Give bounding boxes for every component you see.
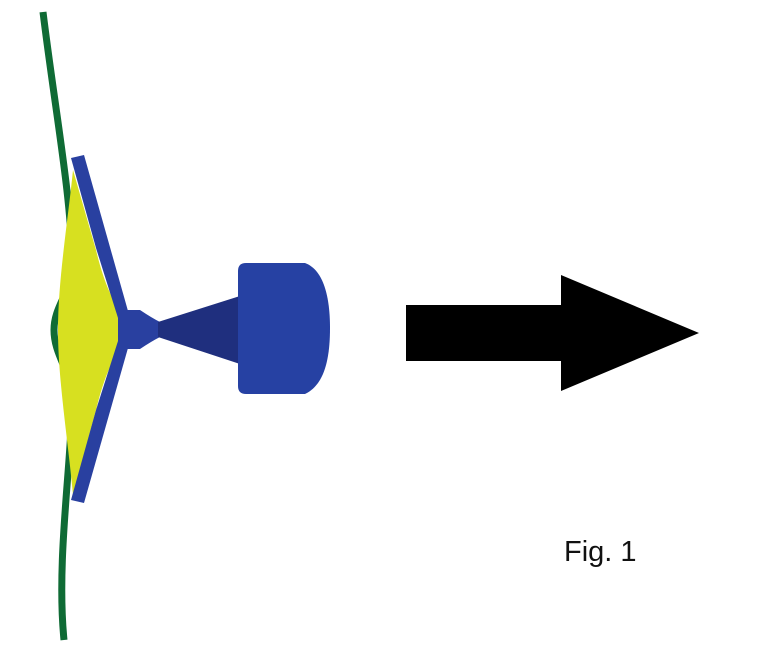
arrow-right-icon	[406, 275, 699, 391]
figure-caption: Fig. 1	[564, 536, 637, 568]
skin-line	[39, 11, 76, 641]
milk-area	[58, 170, 125, 495]
connector-cone	[158, 296, 240, 364]
collection-bottle-icon	[238, 263, 330, 394]
